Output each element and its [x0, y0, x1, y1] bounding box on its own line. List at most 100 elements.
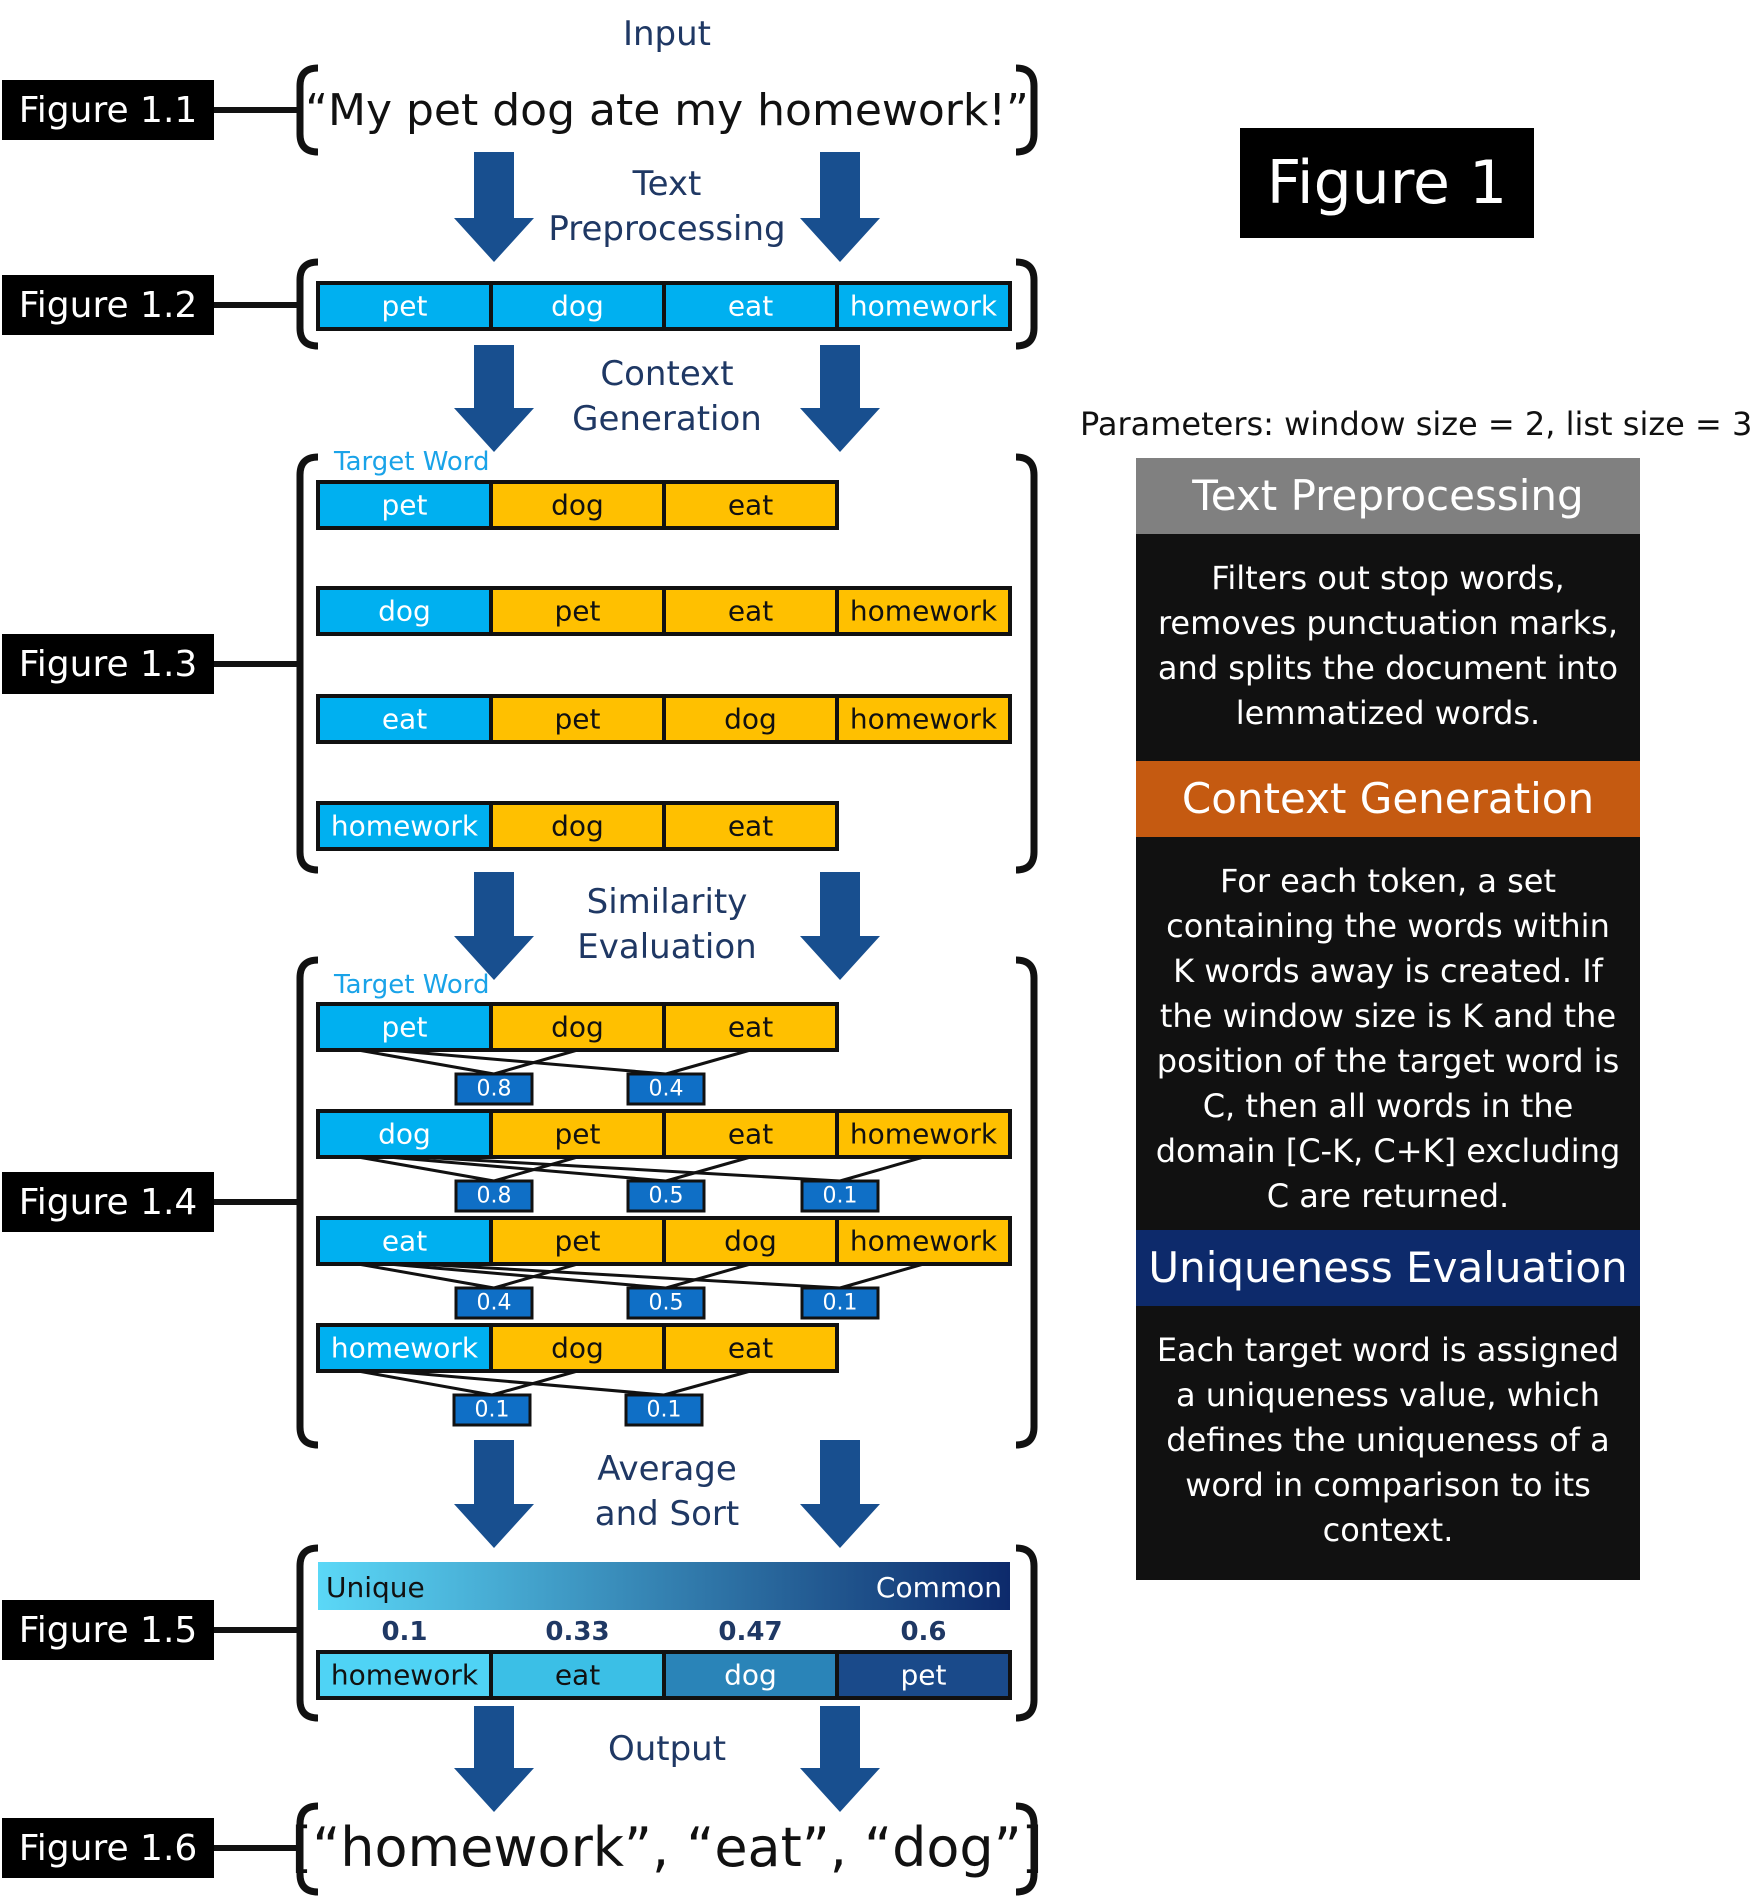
token-cell: dog [489, 281, 666, 331]
similarity-row-3-target-cell-label: eat [382, 1225, 427, 1258]
parameters-text: Parameters: window size = 2, list size =… [1080, 405, 1752, 443]
similarity-link [839, 1262, 924, 1290]
token-cell-label: homework [850, 290, 998, 323]
step-label: Generation [572, 399, 762, 439]
similarity-score: 0.1 [624, 1393, 704, 1427]
context-row-1-context-cell-label: dog [551, 489, 604, 522]
context-row-3-target-cell-label: eat [382, 703, 427, 736]
output-list: [“homework”, “eat”, “dog”] [291, 1816, 1043, 1879]
similarity-score-box [454, 1179, 534, 1213]
token-cell: eat [662, 281, 839, 331]
context-row-4-target-cell-box [316, 801, 493, 851]
similarity-link [417, 1155, 841, 1183]
token-cell-label: dog [551, 290, 604, 323]
uniqueness-scale [318, 1562, 1010, 1610]
context-row-4-context-cell-label: eat [728, 810, 773, 843]
context-row-3-context-cell-box [835, 694, 1012, 744]
output-bracket-right [1015, 1802, 1038, 1896]
similarity-score-box [626, 1179, 706, 1213]
similarity-row-4-target-cell-label: homework [331, 1332, 479, 1365]
ranking-value: 0.33 [545, 1617, 609, 1647]
similarity-row-3-target-cell-box [316, 1216, 493, 1266]
figure-title: Figure 1 [1240, 128, 1534, 238]
panel-title-uniqueness-evaluation: Uniqueness Evaluation [1136, 1230, 1640, 1306]
similarity-link [417, 1262, 841, 1290]
similarity-link [839, 1155, 924, 1183]
similarity-row-1-context-cell-box [489, 1002, 666, 1052]
context-row-2-context-cell-box [835, 586, 1012, 636]
context-row-2-context-cell: homework [835, 586, 1012, 636]
panel-title-context-generation: Context Generation [1136, 761, 1640, 837]
figure-label-6: Figure 1.6 [2, 1818, 300, 1878]
context-row-2-context-cell-label: eat [728, 595, 773, 628]
similarity-row-1-context-cell-box [662, 1002, 839, 1052]
similarity-link [663, 1369, 751, 1397]
context-row-3-context-cell: pet [489, 694, 666, 744]
similarity-score-box [624, 1393, 704, 1427]
step-label: Average [597, 1449, 737, 1489]
similarity-row-4-target-cell-box [316, 1323, 493, 1373]
context-row-4-target-cell-label: homework [331, 810, 479, 843]
similarity-row-2-target-cell-box [316, 1109, 493, 1159]
similarity-score: 0.4 [626, 1072, 706, 1106]
step-label: Preprocessing [548, 209, 785, 249]
similarity-row-1-context-cell: dog [489, 1002, 666, 1052]
target-word-label-2: Target Word [333, 970, 490, 1000]
similarity-row-1-context-cell-label: dog [551, 1011, 604, 1044]
panel-title-text-preprocessing: Text Preprocessing [1136, 458, 1640, 534]
similarity-score: 0.5 [626, 1286, 706, 1320]
similarity-link [357, 1048, 495, 1076]
arrow-left-3 [454, 872, 534, 980]
input-sentence: “My pet dog ate my homework!” [305, 85, 1029, 136]
panel-body-uniqueness-evaluation: Each target word is assigned a uniquenes… [1136, 1306, 1640, 1580]
similarity-score-value: 0.8 [477, 1077, 512, 1102]
context-row-2-context-cell-label: homework [850, 595, 998, 628]
step-label: Evaluation [577, 927, 756, 967]
similarity-row-2-context-cell: pet [489, 1109, 666, 1159]
context-row-4-context-cell-box [662, 801, 839, 851]
similarity-score-value: 0.1 [823, 1184, 858, 1209]
context-row-1-target-cell: pet [316, 480, 493, 530]
figure-label-text: Figure 1.4 [19, 1182, 198, 1223]
similarity-row-2-context-cell-box [835, 1109, 1012, 1159]
similarity-score-value: 0.8 [477, 1184, 512, 1209]
token-cell-box [489, 281, 666, 331]
step-label: Output [608, 1729, 726, 1769]
similarity-score-value: 0.4 [649, 1077, 684, 1102]
context-row-3-target-cell: eat [316, 694, 493, 744]
ranking-bracket-right [1015, 1544, 1038, 1722]
ranking-cell: pet [835, 1650, 1012, 1700]
similarity-score-value: 0.5 [649, 1184, 684, 1209]
similarity-row-2-context-cell-label: homework [850, 1118, 998, 1151]
figure-label-box [2, 80, 214, 140]
similarity-row-4-context-cell: eat [662, 1323, 839, 1373]
similarity-link [387, 1262, 667, 1290]
context-row-4-context-cell: eat [662, 801, 839, 851]
similarity-row-3-context-cell-box [835, 1216, 1012, 1266]
context-row-1-target-cell-label: pet [382, 489, 428, 522]
similarity-row-3-context-cell-label: homework [850, 1225, 998, 1258]
token-cell-label: pet [382, 290, 428, 323]
similarity-score: 0.4 [454, 1286, 534, 1320]
similarity-link [665, 1155, 751, 1183]
context-row-1-context-cell-box [662, 480, 839, 530]
context-row-1-context-cell: eat [662, 480, 839, 530]
context-bracket-left [296, 453, 319, 874]
figure-label-box [2, 1600, 214, 1660]
ranking-value: 0.47 [718, 1617, 782, 1647]
figure-label-3: Figure 1.3 [2, 634, 300, 694]
token-cell-box [662, 281, 839, 331]
similarity-row-2-context-cell-label: eat [728, 1118, 773, 1151]
context-row-4-context-cell-box [489, 801, 666, 851]
step-label: and Sort [595, 1494, 739, 1534]
similarity-bracket-left [296, 956, 319, 1449]
panel-context-generation: Context Generation For each token, a set… [1136, 761, 1640, 1306]
similarity-link [357, 1369, 493, 1397]
ranking-value: 0.1 [381, 1617, 427, 1647]
context-row-4-target-cell: homework [316, 801, 493, 851]
figure-label-1: Figure 1.1 [2, 80, 300, 140]
similarity-score: 0.1 [452, 1393, 532, 1427]
ranking-cell-label: dog [724, 1659, 777, 1692]
arrow-right-1 [800, 152, 880, 262]
step-label: Text [632, 164, 702, 204]
